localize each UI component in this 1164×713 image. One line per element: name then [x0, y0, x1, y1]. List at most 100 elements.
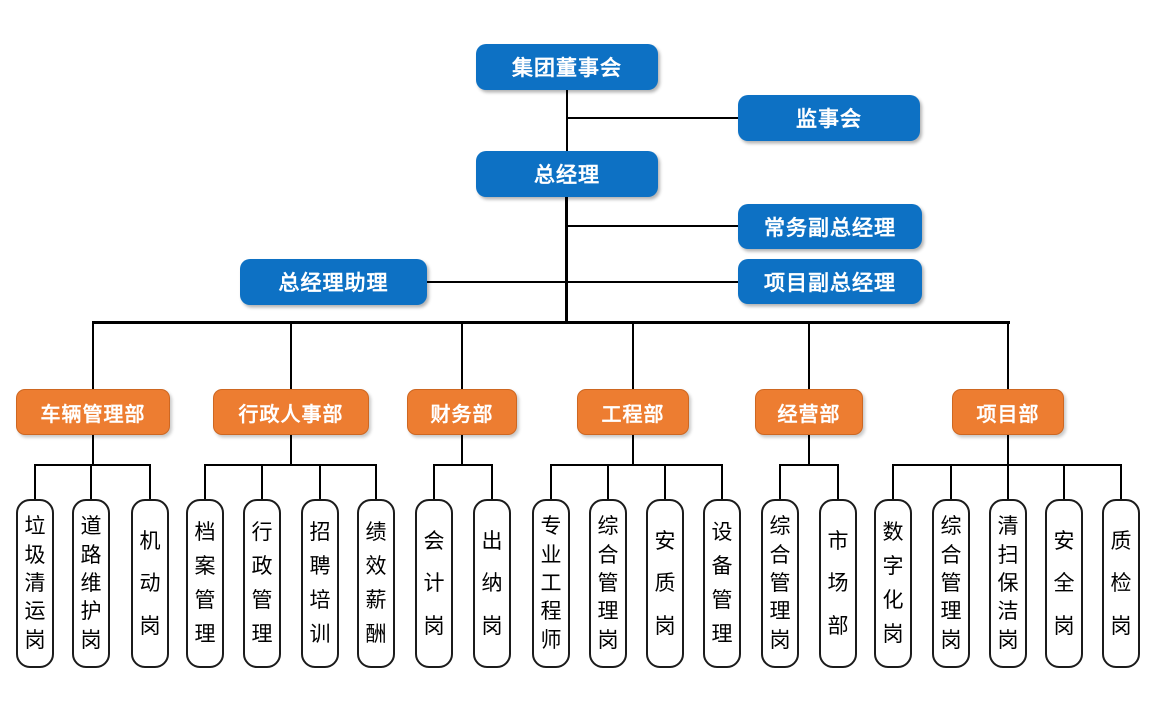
position-char: 运 [24, 599, 46, 624]
connector-dept-drop [632, 322, 634, 389]
node-position: 数字化岗 [874, 499, 912, 668]
position-char: 岗 [1110, 613, 1132, 638]
position-char: 扫 [997, 542, 1019, 567]
connector-subbus-drop [632, 435, 634, 465]
position-char: 管 [711, 588, 733, 612]
position-char: 设 [711, 520, 733, 544]
position-char: 岗 [1053, 613, 1075, 638]
connector-leaf-drop [1120, 465, 1122, 499]
node-supervisory-board: 监事会 [738, 95, 920, 141]
node-position: 综合管理岗 [589, 499, 627, 668]
node-position: 设备管理 [703, 499, 741, 668]
position-char: 岗 [940, 627, 962, 652]
connector-leaf-drop [1063, 465, 1065, 499]
position-char: 程 [540, 599, 562, 624]
position-char: 岗 [139, 613, 161, 638]
connector-leaf-drop [664, 465, 666, 499]
node-project-deputy-gm: 项目副总经理 [738, 259, 922, 304]
node-department: 车辆管理部 [16, 389, 170, 435]
position-char: 理 [597, 599, 619, 624]
position-char: 出 [481, 528, 503, 553]
position-char: 理 [194, 622, 216, 646]
position-char: 档 [194, 520, 216, 544]
connector-leaf-drop [950, 465, 952, 499]
connector-subbus-drop [290, 435, 292, 465]
position-char: 合 [597, 542, 619, 567]
position-char: 管 [940, 570, 962, 595]
position-char: 清 [997, 514, 1019, 539]
position-char: 圾 [24, 542, 46, 567]
position-char: 纳 [481, 571, 503, 595]
connector-leaf-drop [319, 465, 321, 499]
connector-leaf-drop [607, 465, 609, 499]
connector-sub-bus [433, 464, 493, 466]
position-char: 道 [80, 514, 102, 539]
connector-sub-bus [204, 464, 377, 466]
node-position: 质检岗 [1102, 499, 1140, 668]
position-char: 清 [24, 570, 46, 595]
position-char: 保 [997, 570, 1019, 595]
position-char: 行 [251, 520, 273, 544]
position-char: 备 [711, 554, 733, 578]
position-char: 洁 [997, 599, 1019, 624]
position-char: 场 [827, 571, 849, 595]
position-char: 工 [540, 570, 562, 595]
connector-dept-drop [808, 322, 810, 389]
connector-subbus-drop [92, 435, 94, 465]
node-general-manager: 总经理 [476, 151, 658, 197]
position-char: 理 [711, 622, 733, 646]
connector-sub-bus [34, 464, 151, 466]
node-department: 项目部 [952, 389, 1064, 435]
connector-leaf-drop [433, 465, 435, 499]
position-char: 岗 [481, 613, 503, 638]
position-char: 业 [540, 542, 562, 567]
position-char: 理 [251, 622, 273, 646]
node-position: 垃圾清运岗 [16, 499, 54, 668]
position-char: 岗 [597, 627, 619, 652]
connector-leaf-drop [837, 465, 839, 499]
position-char: 岗 [24, 627, 46, 652]
position-char: 计 [423, 571, 445, 595]
position-char: 管 [769, 570, 791, 595]
position-char: 薪 [365, 588, 387, 612]
node-position: 市场部 [819, 499, 857, 668]
position-char: 培 [309, 588, 331, 612]
node-gm-assistant: 总经理助理 [240, 259, 427, 305]
position-char: 聘 [309, 554, 331, 578]
connector-to-exec-deputy-gm [567, 225, 738, 227]
position-char: 会 [423, 528, 445, 553]
position-char: 专 [540, 514, 562, 539]
node-position: 出纳岗 [473, 499, 511, 668]
position-char: 政 [251, 554, 273, 578]
connector-sub-bus [550, 464, 723, 466]
position-char: 岗 [80, 627, 102, 652]
node-department: 经营部 [755, 389, 863, 435]
connector-subbus-drop [461, 435, 463, 465]
connector-leaf-drop [375, 465, 377, 499]
connector-assistant-deputygm [427, 281, 738, 283]
connector-dept-drop [461, 322, 463, 389]
position-char: 效 [365, 554, 387, 578]
position-char: 全 [1053, 571, 1075, 595]
position-char: 维 [80, 570, 102, 595]
connector-dept-drop [92, 322, 94, 389]
position-char: 招 [309, 520, 331, 544]
connector-leaf-drop [149, 465, 151, 499]
position-char: 化 [882, 588, 904, 612]
connector-subbus-drop [1007, 435, 1009, 465]
position-char: 岗 [769, 627, 791, 652]
position-char: 安 [654, 528, 676, 553]
node-position: 专业工程师 [532, 499, 570, 668]
position-char: 动 [139, 571, 161, 595]
node-executive-deputy-gm: 常务副总经理 [738, 204, 922, 249]
connector-leaf-drop [1007, 465, 1009, 499]
connector-dept-drop [290, 322, 292, 389]
node-position: 综合管理岗 [761, 499, 799, 668]
position-char: 综 [769, 514, 791, 539]
connector-leaf-drop [892, 465, 894, 499]
node-department: 财务部 [407, 389, 517, 435]
connector-leaf-drop [721, 465, 723, 499]
position-char: 路 [80, 542, 102, 567]
node-position: 招聘培训 [301, 499, 339, 668]
connector-leaf-drop [261, 465, 263, 499]
